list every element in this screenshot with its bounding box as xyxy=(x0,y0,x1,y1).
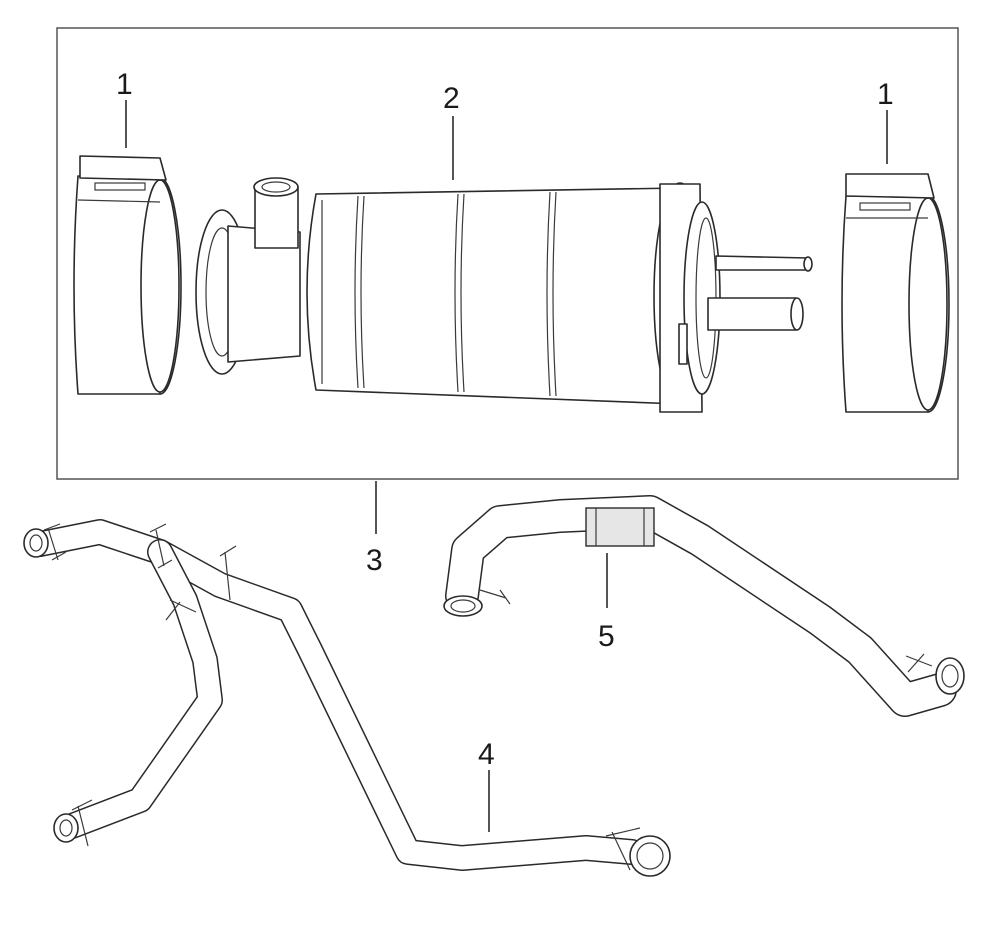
callout-hose-left: 4 xyxy=(478,738,495,771)
assembly-frame xyxy=(56,27,959,480)
callout-clamp-left: 1 xyxy=(116,68,133,101)
hose-left xyxy=(23,519,671,877)
clamp-right xyxy=(841,173,950,413)
callout-filter: 2 xyxy=(443,82,460,115)
filter-canister xyxy=(195,177,813,413)
callout-hose-right: 5 xyxy=(598,620,615,653)
callout-clamp-right: 1 xyxy=(877,78,894,111)
hose-right xyxy=(443,495,965,717)
callout-assembly: 3 xyxy=(366,544,383,577)
clamp-left xyxy=(73,155,182,395)
